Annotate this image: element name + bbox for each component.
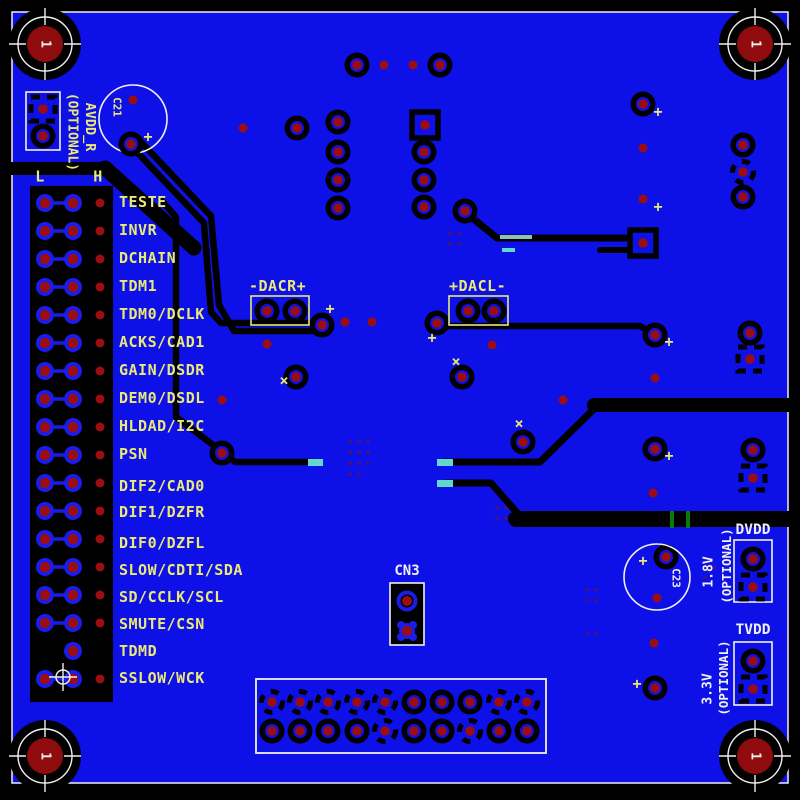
header-high-label: H: [93, 167, 103, 186]
pin-label-invr: INVR: [119, 221, 158, 239]
plus-marker: +: [653, 197, 663, 216]
pin-label-dif2-cad0: DIF2/CAD0: [119, 477, 205, 495]
plus-marker: +: [143, 127, 153, 146]
pin-label-teste: TESTE: [119, 193, 167, 211]
pin-label-acks-cad1: ACKS/CAD1: [119, 333, 205, 351]
header-low-label: L: [35, 167, 45, 186]
c21-refdes: C21: [110, 97, 124, 117]
capacitor-c23: [623, 543, 691, 611]
avdd-r-connector: [25, 91, 61, 151]
tvdd-voltage-note: 3.3V: [700, 673, 716, 705]
mounting-hole-label: 1: [37, 752, 53, 760]
dvdd-label: DVDD: [735, 521, 771, 538]
avdd-optional-note: (OPTIONAL): [64, 92, 80, 172]
dacl-label: +DACL-: [449, 277, 507, 295]
plus-marker: +: [325, 299, 335, 318]
plus-marker: +: [664, 446, 674, 465]
plus-marker: +: [427, 328, 437, 347]
c23-refdes: C23: [669, 568, 683, 588]
pin-label-psn: PSN: [119, 445, 148, 463]
cn3-connector: [389, 582, 425, 646]
cross-marker: ×: [451, 352, 461, 371]
pin-label-dem0-dsdl: DEM0/DSDL: [119, 389, 205, 407]
cross-marker: ×: [514, 414, 524, 433]
pin-label-sslow-wck: SSLOW/WCK: [119, 669, 205, 687]
plus-marker: +: [653, 102, 663, 121]
copper-traces: [10, 138, 796, 527]
plus-marker: +: [664, 332, 674, 351]
dvdd-voltage-note: 1.8V: [701, 556, 717, 588]
cn3-label: CN3: [394, 563, 420, 579]
plus-marker: +: [632, 674, 642, 693]
pin-label-dif0-dzfl: DIF0/DZFL: [119, 534, 205, 552]
pin-label-smute-csn: SMUTE/CSN: [119, 615, 205, 633]
plus-marker: +: [638, 551, 648, 570]
capacitor-c21: [98, 84, 168, 157]
pin-label-dchain: DCHAIN: [119, 249, 177, 267]
pin-label-tdm1: TDM1: [119, 277, 158, 295]
mounting-hole-label: 1: [37, 40, 53, 48]
dacr-connector: [250, 295, 310, 326]
pin-label-sd-cclk-scl: SD/CCLK/SCL: [119, 588, 224, 606]
tvdd-optional-note: (OPTIONAL): [715, 640, 731, 716]
bottom-header-connector: [255, 678, 547, 754]
inner-layer-ticks: [308, 235, 690, 528]
dacl-connector: [448, 295, 509, 326]
mounting-hole-label: 1: [747, 752, 763, 760]
dvdd-connector: [733, 539, 773, 603]
pin-label-dif1-dzfr: DIF1/DZFR: [119, 503, 205, 521]
pin-label-tdmd: TDMD: [119, 642, 158, 660]
tvdd-connector: [733, 641, 773, 706]
avdd-label: AVDD_R: [81, 102, 98, 152]
pin-header-strip: [30, 186, 113, 702]
tvdd-label: TVDD: [735, 621, 771, 638]
pin-label-tdm0-dclk: TDM0/DCLK: [119, 305, 205, 323]
pin-label-hldad-i2c: HLDAD/I2C: [119, 417, 205, 435]
dvdd-optional-note: (OPTIONAL): [718, 528, 734, 604]
dacr-label: -DACR+: [249, 277, 307, 295]
cross-marker: ×: [279, 371, 289, 390]
mounting-hole-label: 1: [747, 40, 763, 48]
pin-label-gain-dsdr: GAIN/DSDR: [119, 361, 205, 379]
origin-crosshair-icon: [49, 663, 77, 691]
pin-label-slow-cdti-sda: SLOW/CDTI/SDA: [119, 561, 243, 579]
